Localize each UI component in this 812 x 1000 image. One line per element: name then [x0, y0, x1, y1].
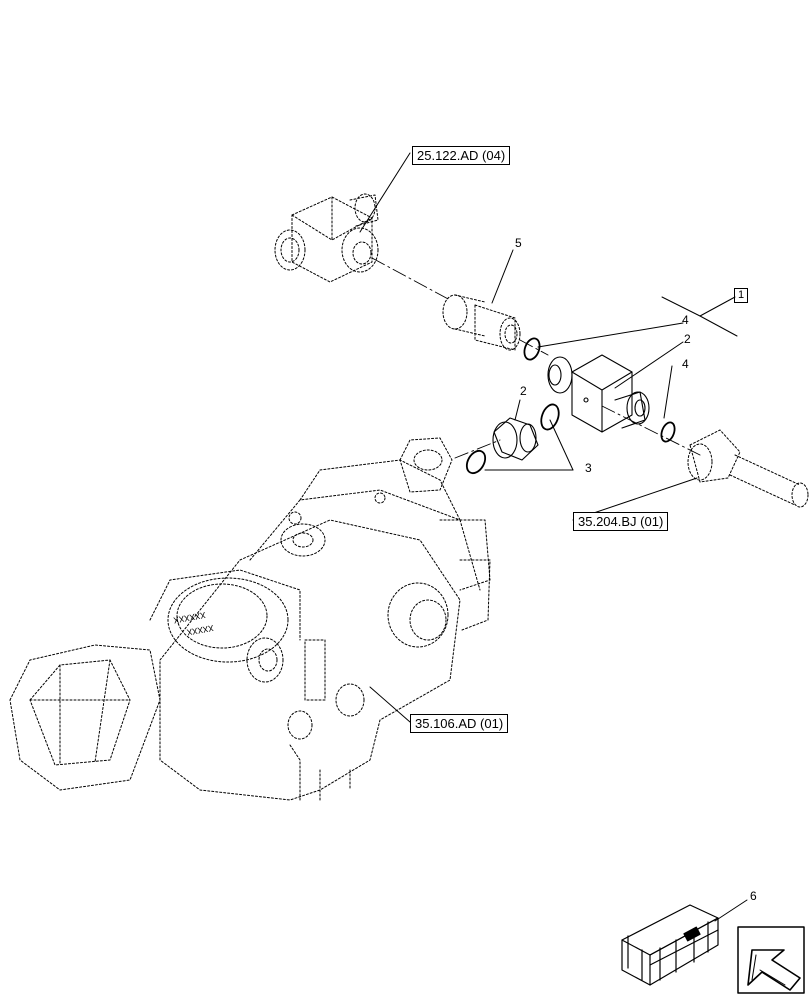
callout-6: 6 [750, 889, 757, 903]
tee-fitting-upper [274, 193, 379, 283]
flow-centerlines [371, 257, 701, 459]
adapter-part-5 [442, 294, 521, 351]
callout-1: 1 [734, 288, 749, 303]
ref-link-25-122-ad[interactable]: 25.122.AD (04) [412, 146, 511, 165]
ref-link-35-106-ad[interactable]: 35.106.AD (01) [410, 714, 509, 733]
callout-3: 3 [585, 461, 592, 475]
callout-5: 5 [515, 236, 522, 250]
cap-decal: XXXXXX XXXXX [172, 609, 214, 637]
valve-body [9, 437, 491, 801]
o-rings [465, 337, 676, 475]
leader-lines [359, 152, 748, 922]
decal-line-2: XXXXX [185, 622, 214, 637]
ref-link-35-204-bj[interactable]: 35.204.BJ (01) [573, 512, 669, 531]
tee-block-part-2 [547, 354, 650, 433]
hose-end [687, 429, 809, 508]
callout-2-nut: 2 [520, 384, 527, 398]
kit-box-icon [621, 904, 719, 986]
nut-part-2 [492, 417, 539, 461]
callout-4-upper: 4 [682, 313, 689, 327]
callout-4-lower: 4 [682, 357, 689, 371]
arrow-back-icon[interactable] [737, 926, 805, 994]
callout-2-tee: 2 [684, 332, 691, 346]
